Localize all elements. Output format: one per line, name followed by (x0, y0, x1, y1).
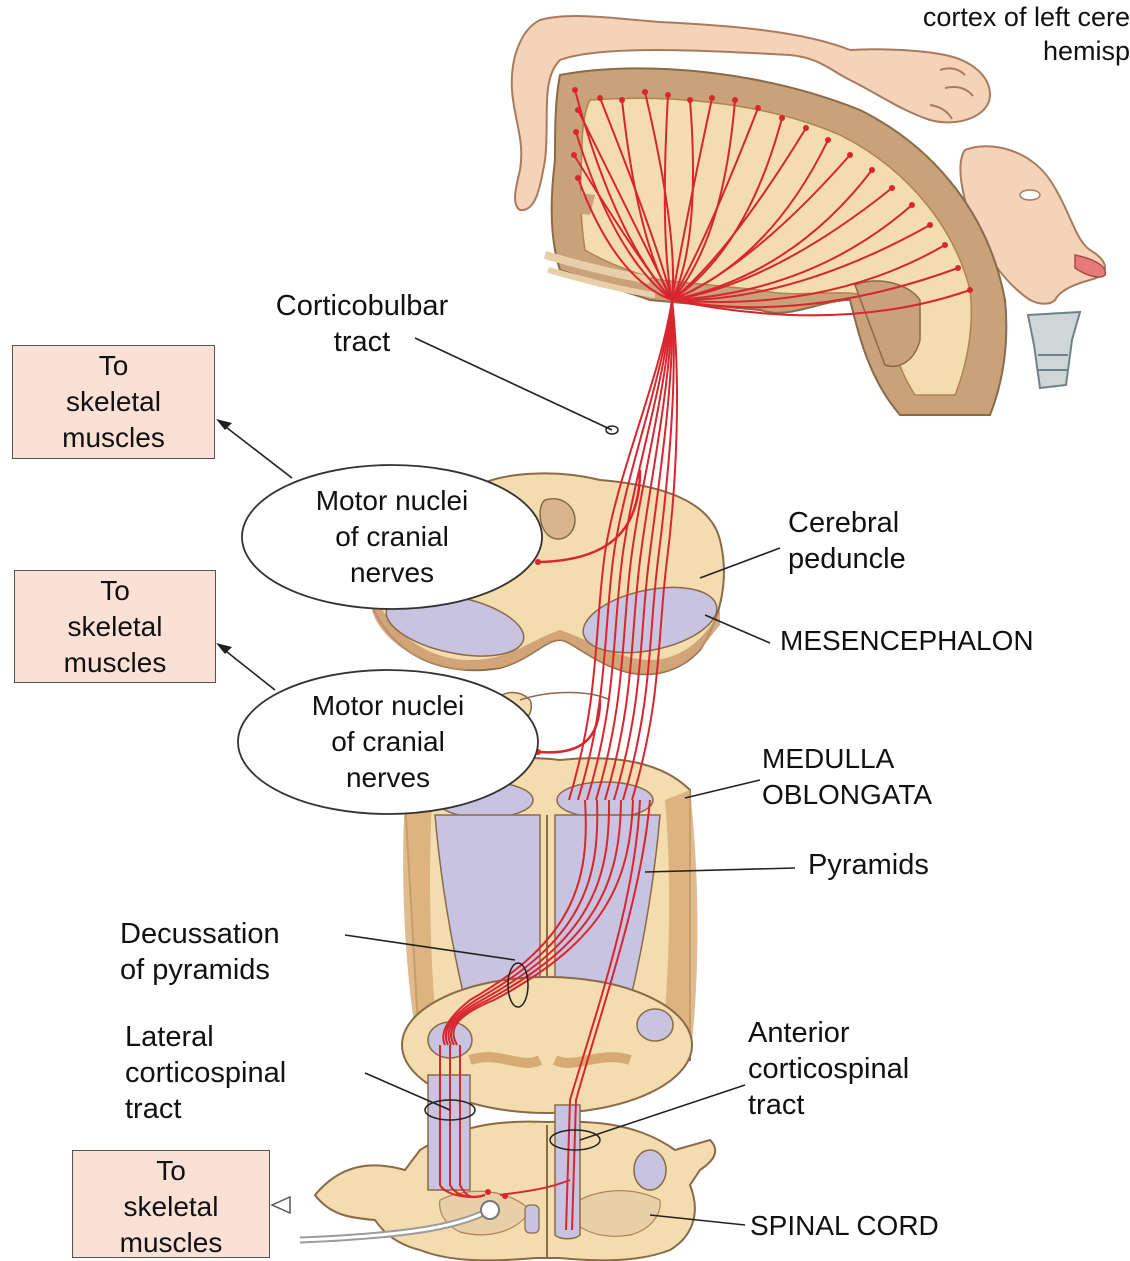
fiber-origin-dot (619, 97, 625, 103)
fiber-origin-dot (571, 152, 577, 158)
fiber-origin-dot (755, 105, 761, 111)
fiber-origin-dot (597, 95, 603, 101)
fiber-origin-dot (573, 129, 579, 135)
label-cortex: cortex of left cere hemisp (830, 0, 1130, 68)
fiber-origin-dot (665, 92, 671, 98)
label-anterior-corticospinal-tract: Anterior corticospinal tract (748, 1015, 1008, 1123)
motor-nuclei-label-upper: Motor nuclei of cranial nerves (262, 483, 522, 591)
fiber-origin-dot (927, 222, 933, 228)
fiber-origin-dot (967, 287, 973, 293)
leader-nuclei-lower (222, 648, 275, 690)
arrowhead-upper (216, 419, 232, 430)
fiber-origin-dot (572, 87, 578, 93)
label-cerebral-peduncle: Cerebral peduncle (788, 505, 988, 577)
label-decussation-of-pyramids: Decussation of pyramids (120, 916, 360, 988)
label-corticobulbar-tract: Corticobulbar tract (242, 288, 482, 360)
branch-arrow-upper (535, 559, 541, 565)
fiber-origin-dot (732, 97, 738, 103)
fiber-origin-dot (889, 185, 895, 191)
fiber-origin-dot (942, 242, 948, 248)
synapse-dot-lateral (485, 1189, 491, 1195)
fiber-origin-dot (642, 89, 648, 95)
arrowhead-lower (216, 643, 232, 654)
leader-nuclei-upper (222, 424, 292, 478)
fiber-origin-dot (709, 95, 715, 101)
motor-nuclei-label-lower: Motor nuclei of cranial nerves (258, 688, 518, 796)
target-box-skeletal-muscles-3: To skeletal muscles (72, 1150, 270, 1258)
leader-medulla (685, 780, 760, 798)
fiber-origin-dot (909, 202, 915, 208)
label-spinal-cord: SPINAL CORD (750, 1208, 1030, 1244)
label-medulla-oblongata: MEDULLA OBLONGATA (762, 741, 1022, 813)
corticobulbar-branch-lower (540, 700, 600, 752)
fiber-origin-dot (825, 137, 831, 143)
label-lateral-corticospinal-tract: Lateral corticospinal tract (125, 1019, 365, 1127)
synapse-dot-anterior (502, 1193, 508, 1199)
fiber-origin-dot (575, 175, 581, 181)
target-box-skeletal-muscles-2: To skeletal muscles (14, 570, 216, 683)
fiber-origin-dot (847, 152, 853, 158)
fiber-origin-dot (575, 107, 581, 113)
fiber-origin-dot (803, 125, 809, 131)
fiber-origin-dot (779, 115, 785, 121)
label-mesencephalon: MESENCEPHALON (780, 623, 1130, 659)
target-box-skeletal-muscles-1: To skeletal muscles (12, 345, 215, 459)
fiber-origin-dot (687, 97, 693, 103)
fiber-origin-dot (869, 167, 875, 173)
fiber-origin-dot (955, 265, 961, 271)
arrowhead-bottom (272, 1197, 290, 1213)
label-pyramids: Pyramids (808, 847, 1008, 883)
